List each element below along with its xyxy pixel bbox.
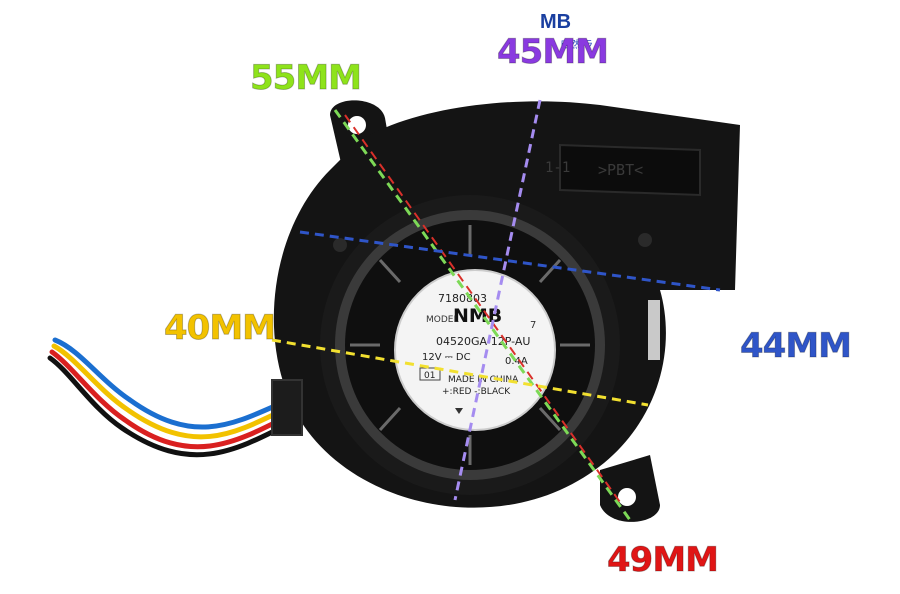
- rotation-arrow-icon: [455, 408, 463, 414]
- dimension-line-49: [344, 114, 623, 506]
- dimension-line-45: [453, 99, 542, 501]
- dimension-label-49: 49MM: [607, 540, 720, 581]
- label-serial: 7180803: [438, 292, 487, 305]
- label-model: 04520GA-12P-AU: [436, 335, 530, 348]
- dimension-label-44: 44MM: [740, 326, 853, 367]
- label-rev: 7: [530, 320, 536, 331]
- dimension-line-44: [299, 230, 721, 292]
- hub-label: 7180803 NMB MODEL 7 04520GA-12P-AU 12V ⎓…: [394, 269, 556, 431]
- mounting-ear-bottom: [600, 455, 660, 522]
- dimension-line-40: [271, 338, 649, 407]
- label-rating: 12V ⎓ DC: [422, 352, 471, 363]
- housing-material-mark: >PBT<: [598, 161, 643, 179]
- label-current: 0.4A: [505, 356, 528, 367]
- dimension-lines: [271, 99, 721, 521]
- label-box: [419, 367, 441, 381]
- dimension-label-45: 45MM: [497, 32, 610, 73]
- label-wires: +:RED -:BLACK: [442, 387, 511, 397]
- dimension-label-55: 55MM: [250, 58, 363, 99]
- label-model-caption: MODEL: [426, 315, 458, 325]
- brand-logo-sub: 自然·ラ: [560, 40, 594, 51]
- label-origin: MADE IN CHINA: [448, 375, 519, 385]
- dimension-line-55: [333, 109, 632, 521]
- brand-logo: MB: [540, 11, 572, 33]
- dimension-label-40: 40MM: [164, 308, 277, 349]
- wire-bundle: [47, 337, 303, 458]
- label-brand: NMB: [453, 305, 502, 327]
- housing-part-mark: 1-1: [545, 160, 570, 176]
- label-box-text: 01: [424, 371, 435, 381]
